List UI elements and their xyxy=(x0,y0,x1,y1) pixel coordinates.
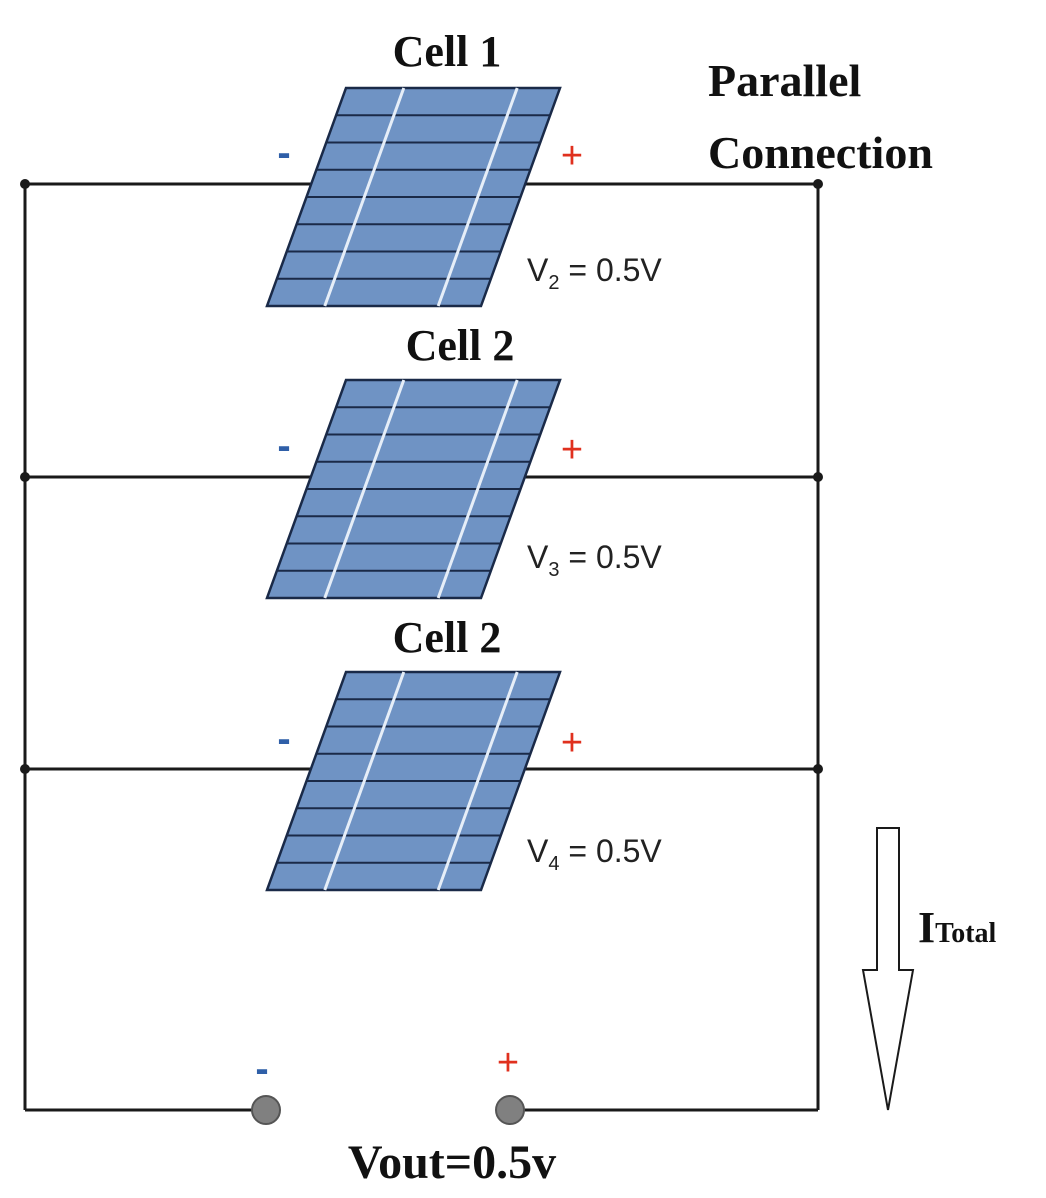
voltage-value: = 0.5V xyxy=(559,833,662,869)
cell-2-minus-sign: - xyxy=(277,424,290,468)
current-symbol: I xyxy=(918,903,935,952)
voltage-symbol: V xyxy=(527,252,549,288)
panel-busbar xyxy=(323,87,406,307)
junction-dot xyxy=(813,179,823,189)
cell-3-plus-sign: + xyxy=(561,722,583,764)
panel-busbar xyxy=(436,671,519,891)
panel-busbar xyxy=(323,379,406,599)
junction-dot xyxy=(20,764,30,774)
voltage-subscript: 2 xyxy=(548,272,559,294)
cell-3-label: Cell 2 xyxy=(393,613,502,662)
cell-2-voltage: V3 = 0.5V xyxy=(527,539,662,581)
cell-1-voltage: V2 = 0.5V xyxy=(527,252,662,294)
panel-busbar xyxy=(323,671,406,891)
output-positive-terminal xyxy=(495,1095,525,1125)
junction-dot xyxy=(20,472,30,482)
current-direction-arrow xyxy=(861,827,915,1111)
solar-panel xyxy=(265,670,562,892)
voltage-subscript: 4 xyxy=(548,853,559,875)
current-subscript: Total xyxy=(935,918,996,949)
cell-1-plus-sign: + xyxy=(561,135,583,177)
junction-dot xyxy=(20,179,30,189)
voltage-value: = 0.5V xyxy=(559,252,662,288)
output-voltage-label: Vout=0.5v xyxy=(348,1136,556,1189)
panel-busbar xyxy=(436,87,519,307)
cell-2-label: Cell 2 xyxy=(406,321,515,370)
solar-panels xyxy=(265,86,562,892)
title-line-1: Parallel xyxy=(708,55,861,106)
cell-1-minus-sign: - xyxy=(277,131,290,175)
solar-panel xyxy=(265,86,562,308)
title-line-2: Connection xyxy=(708,127,933,178)
voltage-symbol: V xyxy=(527,539,549,575)
output-plus-sign: + xyxy=(497,1042,519,1084)
solar-panel xyxy=(265,378,562,600)
voltage-symbol: V xyxy=(527,833,549,869)
cell-2-plus-sign: + xyxy=(561,429,583,471)
total-current-label: ITotal xyxy=(918,903,997,952)
output-minus-sign: - xyxy=(255,1047,268,1091)
voltage-subscript: 3 xyxy=(548,559,559,581)
cell-3-minus-sign: - xyxy=(277,717,290,761)
cell-1-label: Cell 1 xyxy=(393,27,502,76)
junction-dots xyxy=(20,179,823,774)
junction-dot xyxy=(813,472,823,482)
junction-dot xyxy=(813,764,823,774)
voltage-value: = 0.5V xyxy=(559,539,662,575)
panel-busbar xyxy=(436,379,519,599)
output-negative-terminal xyxy=(251,1095,281,1125)
cell-3-voltage: V4 = 0.5V xyxy=(527,833,662,875)
